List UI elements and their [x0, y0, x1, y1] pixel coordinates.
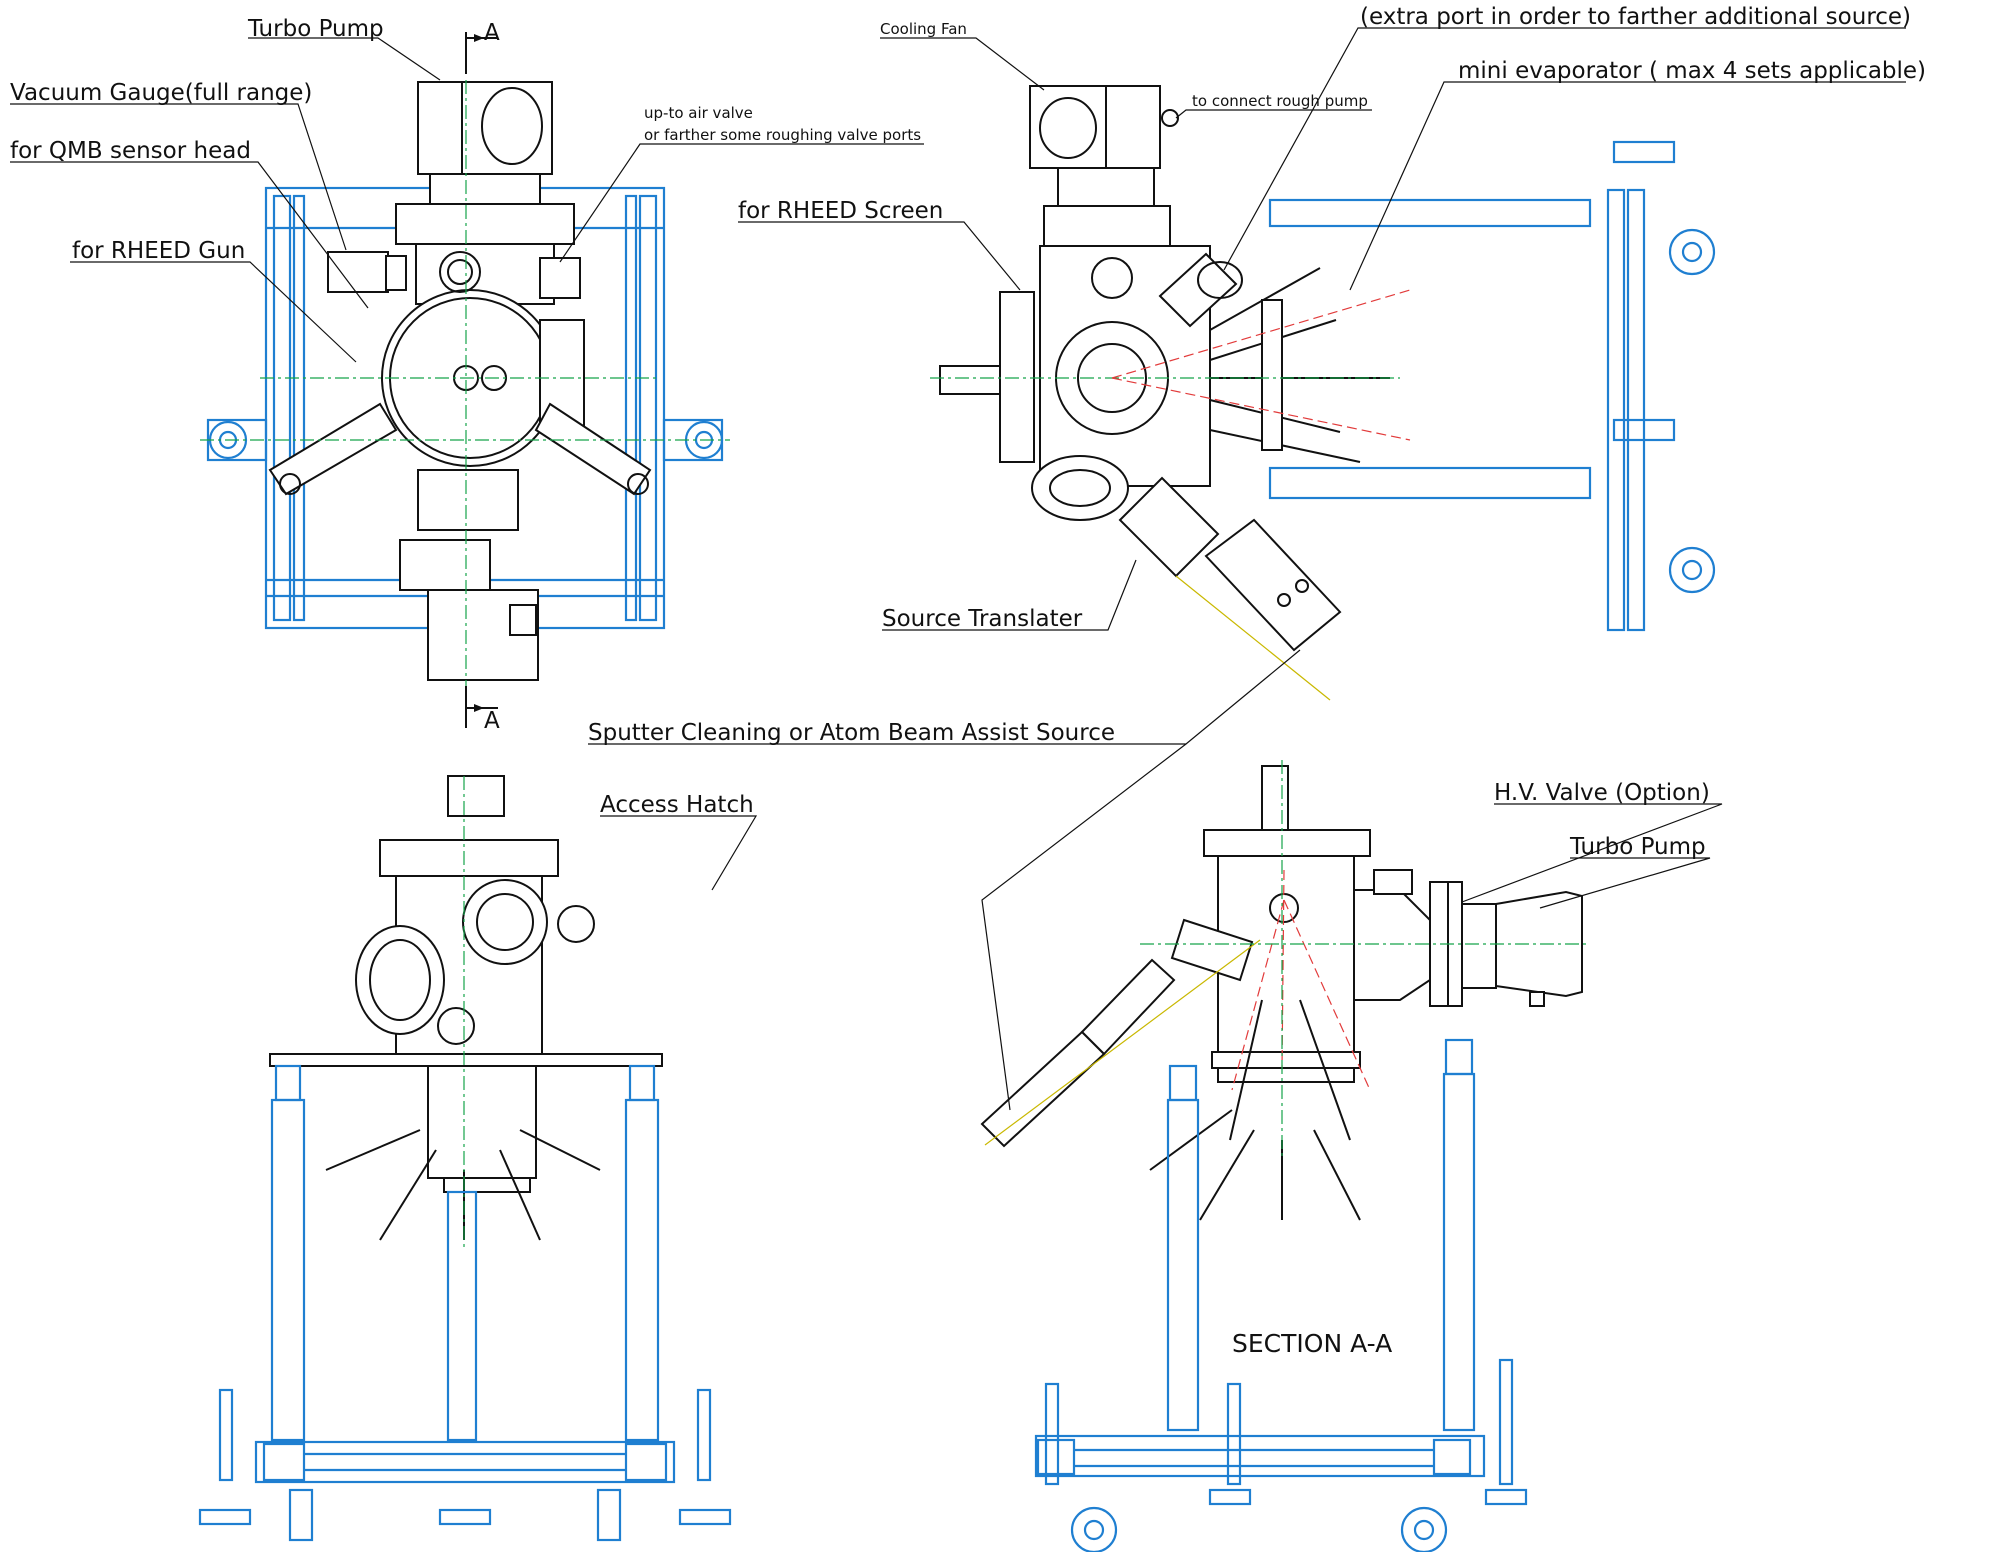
- label-vacuum-gauge: Vacuum Gauge(full range): [10, 80, 312, 106]
- label-section-title: SECTION A-A: [1232, 1329, 1392, 1358]
- section-view-chamber: [980, 765, 1583, 1148]
- section-view-stand: [1034, 1038, 1528, 1552]
- front-view: [198, 775, 732, 1542]
- labels: Turbo Pump Vacuum Gauge(full range) for …: [10, 4, 1926, 1358]
- label-rough-pump: to connect rough pump: [1192, 92, 1368, 110]
- section-marker-bottom: A: [465, 686, 500, 734]
- section-view: [980, 760, 1590, 1552]
- label-qmb-sensor-head: for QMB sensor head: [10, 138, 251, 164]
- leader-lines: [10, 27, 1906, 1111]
- label-source-translater: Source Translater: [882, 606, 1083, 632]
- side-view-chamber: [939, 245, 1342, 652]
- section-view-evaporators: [1149, 1109, 1361, 1221]
- label-rheed-screen: for RHEED Screen: [738, 198, 943, 224]
- top-view-turbo-pump: [395, 81, 575, 305]
- top-view-chamber: [268, 251, 652, 681]
- side-view-turbo-pump: [1029, 85, 1179, 247]
- label-extra-port: (extra port in order to farther addition…: [1360, 4, 1911, 30]
- section-mark-bottom: A: [484, 708, 500, 734]
- label-mini-evaporator: mini evaporator ( max 4 sets applicable): [1458, 58, 1926, 84]
- label-air-valve-line1: up-to air valve: [644, 104, 753, 122]
- side-view: [930, 85, 1716, 701]
- section-mark-top: A: [484, 20, 500, 46]
- label-sputter-cleaning: Sputter Cleaning or Atom Beam Assist Sou…: [588, 720, 1115, 746]
- label-access-hatch: Access Hatch: [600, 792, 754, 818]
- side-view-frame: [1268, 140, 1716, 632]
- label-cooling-fan: Cooling Fan: [880, 20, 967, 38]
- top-view: A A: [200, 20, 730, 734]
- label-rheed-gun: for RHEED Gun: [72, 238, 245, 264]
- label-turbo-pump-top: Turbo Pump: [247, 16, 384, 42]
- front-view-stand: [198, 1064, 732, 1542]
- label-air-valve-line2: or farther some roughing valve ports: [644, 126, 921, 144]
- label-turbo-pump-section: Turbo Pump: [1569, 834, 1706, 860]
- side-view-evaporators: [1209, 267, 1390, 463]
- front-view-chamber: [355, 775, 595, 1193]
- section-marker-top: A: [465, 20, 500, 74]
- label-hv-valve: H.V. Valve (Option): [1494, 780, 1710, 806]
